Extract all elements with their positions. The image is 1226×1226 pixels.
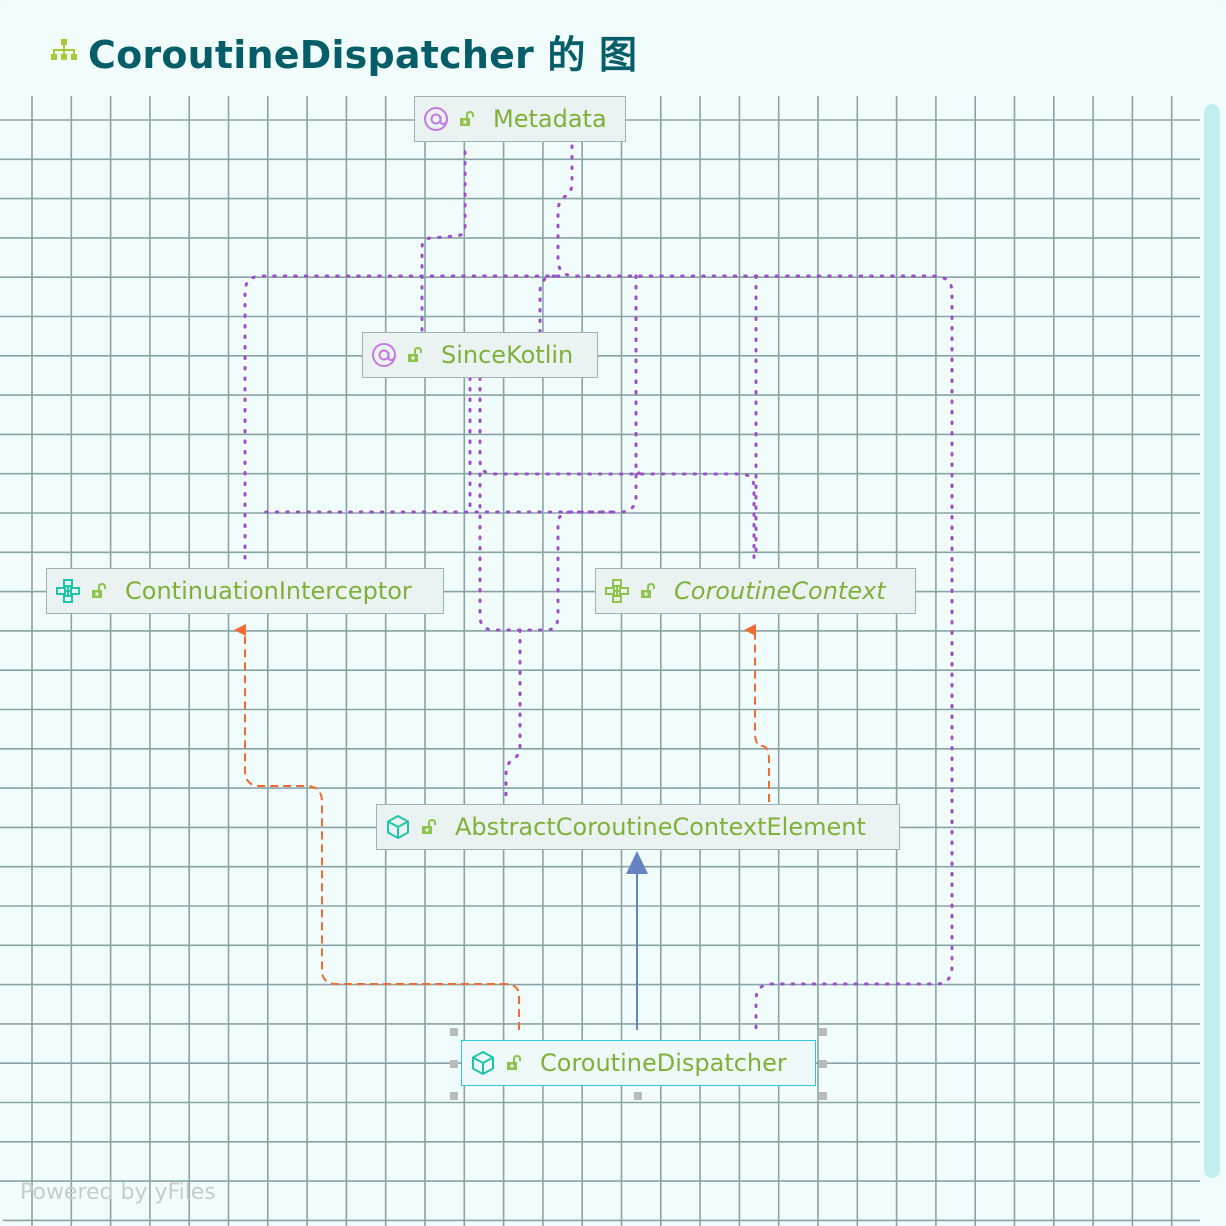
annotation-edge [504, 628, 522, 804]
node-label: SinceKotlin [441, 341, 574, 369]
annotation-edges [243, 144, 954, 1032]
node-coroutinecontext[interactable]: CoroutineContext [595, 568, 916, 614]
annotation-icon [372, 343, 396, 367]
unlocked-icon [422, 819, 436, 834]
resize-handle[interactable] [819, 1028, 827, 1036]
node-label: ContinuationInterceptor [125, 577, 412, 605]
annotation-edge [243, 274, 562, 560]
annotation-edge [258, 274, 638, 514]
node-label: AbstractCoroutineContextElement [455, 813, 866, 841]
diagram-title: CoroutineDispatcher 的 图 [88, 33, 638, 77]
powered-by-label: Powered by yFiles [20, 1180, 216, 1205]
annotation-edge [556, 144, 954, 1032]
class-icon [387, 815, 409, 839]
implements-edge-element-context [744, 624, 770, 802]
diagram-canvas[interactable]: Metadata SinceKotlin [0, 96, 1200, 1226]
node-label: CoroutineDispatcher [540, 1049, 787, 1077]
node-label: Metadata [493, 105, 607, 133]
resize-handle[interactable] [819, 1092, 827, 1100]
implements-edges [234, 624, 770, 1030]
annotation-edge [538, 274, 558, 334]
node-coroutinedispatcher[interactable]: CoroutineDispatcher [461, 1040, 816, 1086]
resize-handle[interactable] [450, 1028, 458, 1036]
class-icon [472, 1051, 494, 1075]
node-continuationinterceptor[interactable]: ContinuationInterceptor [46, 568, 444, 614]
unlocked-icon [92, 583, 106, 598]
title-bar: CoroutineDispatcher 的 图 [0, 0, 1226, 96]
unlocked-icon [507, 1055, 521, 1070]
annotation-icon [424, 107, 448, 131]
vertical-scrollbar[interactable] [1204, 104, 1220, 1178]
annotation-edge [634, 274, 642, 476]
node-label: CoroutineContext [674, 577, 886, 605]
interface-icon [605, 579, 629, 603]
edges-layer [234, 144, 954, 1032]
interface-icon [56, 579, 80, 603]
annotation-edge [478, 376, 756, 560]
unlocked-icon [408, 347, 422, 362]
unlocked-icon [641, 583, 655, 598]
annotation-edge [420, 150, 467, 334]
unlocked-icon [460, 111, 474, 126]
node-metadata[interactable]: Metadata [414, 96, 626, 142]
node-sincekotlin[interactable]: SinceKotlin [362, 332, 598, 378]
resize-handle[interactable] [450, 1092, 458, 1100]
node-abstractcoroutinecontextelement[interactable]: AbstractCoroutineContextElement [376, 804, 900, 850]
resize-handle[interactable] [819, 1060, 827, 1068]
hierarchy-icon [51, 39, 77, 60]
resize-handle[interactable] [634, 1092, 642, 1100]
extends-arrowhead [626, 851, 648, 874]
extends-edges [626, 851, 648, 1030]
grid [0, 96, 1200, 1226]
implements-edge-dispatcher-interceptor [234, 624, 520, 1030]
resize-handle[interactable] [450, 1060, 458, 1068]
